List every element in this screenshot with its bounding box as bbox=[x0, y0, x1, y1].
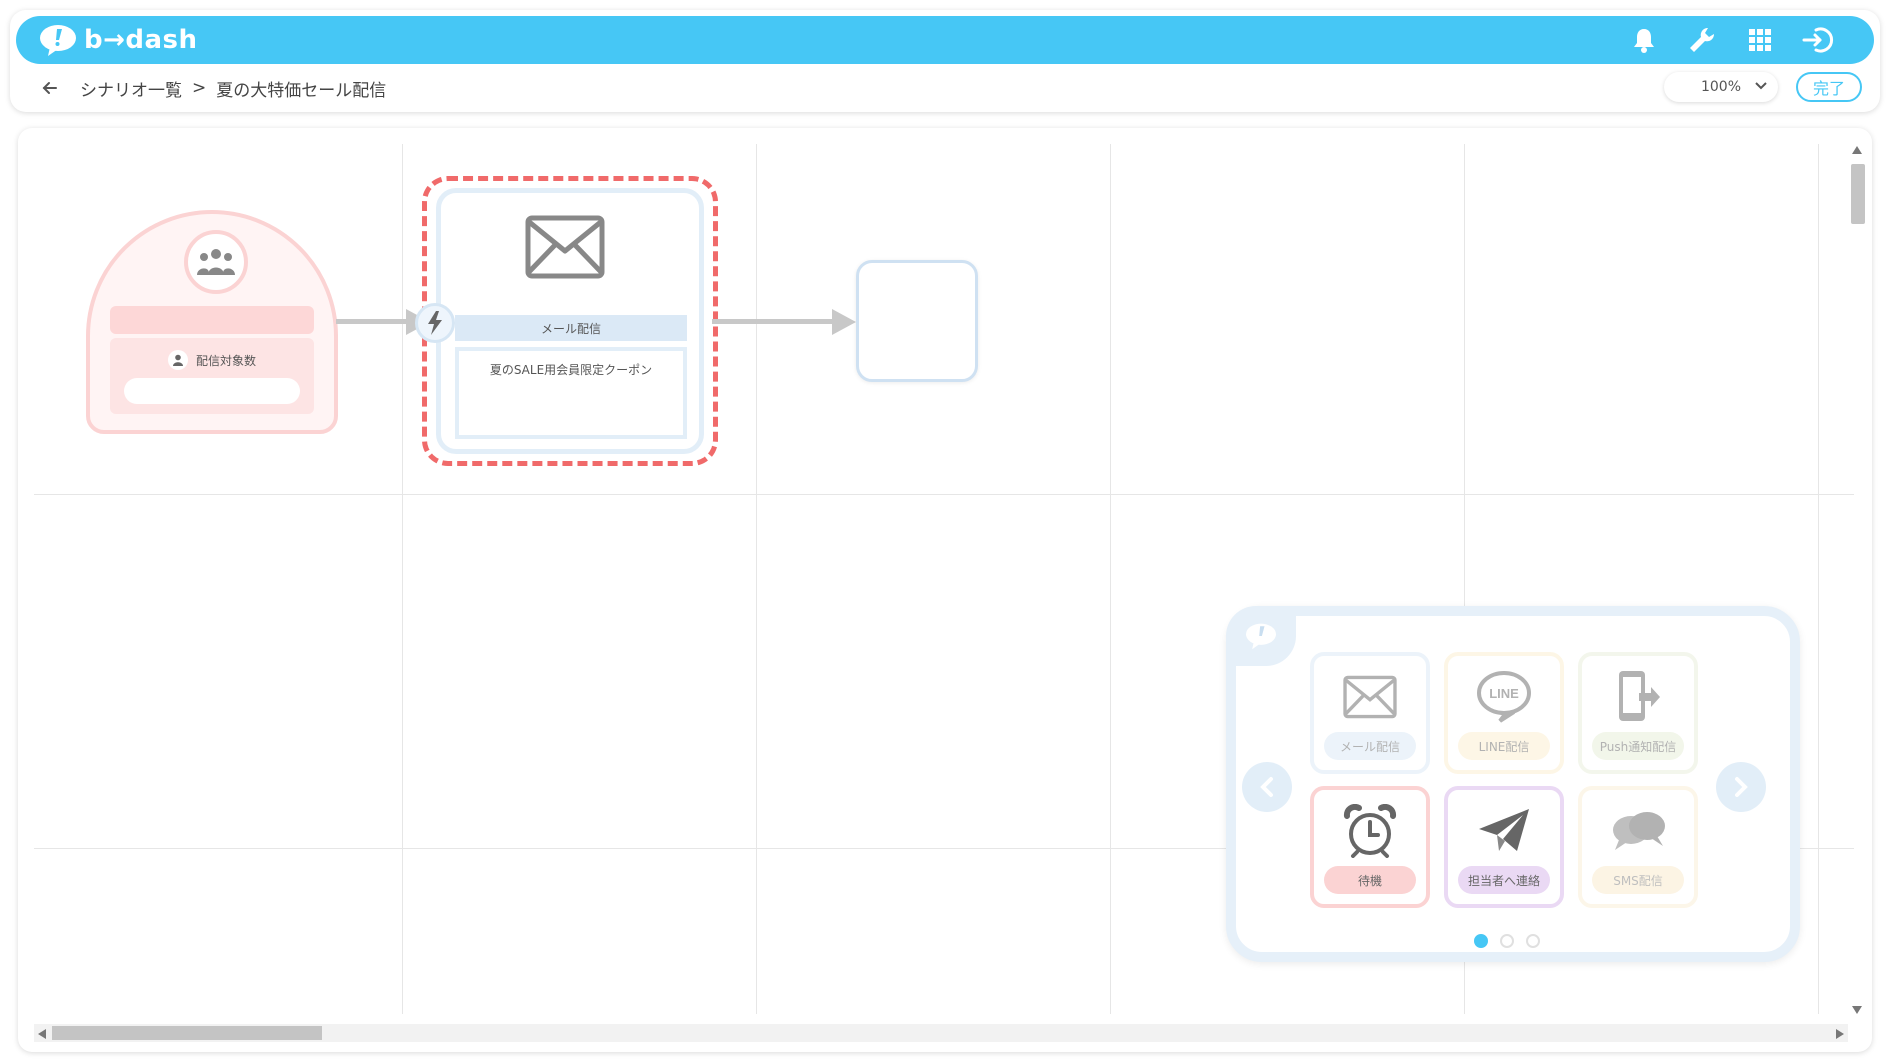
header-card: b→dash bbox=[10, 10, 1880, 112]
palette-tile-contact[interactable]: 担当者へ連絡 bbox=[1444, 786, 1564, 908]
scroll-right-icon[interactable] bbox=[1836, 1029, 1844, 1039]
horizontal-scrollbar[interactable] bbox=[34, 1024, 1848, 1042]
palette-tile-mail[interactable]: メール配信 bbox=[1310, 652, 1430, 774]
page-dot-1[interactable] bbox=[1474, 934, 1488, 948]
chevron-left-icon bbox=[1260, 777, 1273, 797]
zoom-value: 100% bbox=[1700, 79, 1742, 95]
node-palette: メール配信 LINE LINE配信 Push通知配信 bbox=[1226, 606, 1800, 962]
apps-grid-icon[interactable] bbox=[1744, 24, 1776, 56]
palette-next-button[interactable] bbox=[1716, 762, 1766, 812]
logo[interactable]: b→dash bbox=[38, 22, 198, 58]
connector-start-to-mail bbox=[336, 319, 420, 324]
arrow-head bbox=[832, 309, 856, 335]
palette-tile-push[interactable]: Push通知配信 bbox=[1578, 652, 1698, 774]
mail-node-type-label: メール配信 bbox=[455, 315, 687, 341]
svg-text:LINE: LINE bbox=[1489, 686, 1519, 701]
push-phone-icon bbox=[1582, 666, 1694, 728]
lightning-icon[interactable] bbox=[415, 303, 455, 343]
palette-tile-wait[interactable]: 待機 bbox=[1310, 786, 1430, 908]
start-node-header-bar bbox=[110, 306, 314, 334]
palette-prev-button[interactable] bbox=[1242, 762, 1292, 812]
speech-bubbles-icon bbox=[1582, 800, 1694, 862]
logo-text: b→dash bbox=[84, 25, 198, 55]
scenario-canvas[interactable]: 配信対象数 メール配信 夏のSALE用会員限定クーポン bbox=[18, 128, 1872, 1052]
envelope-icon bbox=[525, 215, 605, 279]
connector-mail-to-next bbox=[712, 319, 842, 324]
logout-icon[interactable] bbox=[1802, 24, 1834, 56]
palette-logo-icon[interactable] bbox=[1226, 606, 1296, 666]
horizontal-scroll-thumb[interactable] bbox=[52, 1026, 322, 1040]
start-node[interactable]: 配信対象数 bbox=[86, 210, 338, 434]
breadcrumb-parent-link[interactable]: シナリオ一覧 bbox=[80, 80, 182, 101]
mail-node-content: 夏のSALE用会員限定クーポン bbox=[455, 347, 687, 439]
page-dot-3[interactable] bbox=[1526, 934, 1540, 948]
paper-plane-icon bbox=[1448, 800, 1560, 862]
scroll-down-icon[interactable] bbox=[1852, 1006, 1862, 1014]
chevron-down-icon bbox=[1755, 82, 1767, 90]
vertical-scrollbar[interactable] bbox=[1848, 142, 1866, 1018]
target-count-field bbox=[124, 378, 300, 404]
chevron-right-icon bbox=[1735, 777, 1748, 797]
vertical-scroll-thumb[interactable] bbox=[1851, 164, 1865, 224]
zoom-select[interactable]: 100% bbox=[1664, 72, 1778, 102]
breadcrumb-current: 夏の大特価セール配信 bbox=[216, 80, 387, 101]
logo-icon bbox=[40, 25, 76, 56]
target-count-label: 配信対象数 bbox=[195, 353, 256, 368]
line-icon: LINE bbox=[1448, 666, 1560, 728]
person-icon bbox=[167, 350, 188, 370]
alarm-clock-icon bbox=[1314, 800, 1426, 862]
page-dot-2[interactable] bbox=[1500, 934, 1514, 948]
palette-tile-line[interactable]: LINE LINE配信 bbox=[1444, 652, 1564, 774]
bell-icon[interactable] bbox=[1628, 24, 1660, 56]
breadcrumb: シナリオ一覧 > 夏の大特価セール配信 bbox=[80, 76, 387, 101]
top-bar: b→dash bbox=[16, 16, 1874, 64]
group-icon bbox=[184, 230, 248, 294]
start-node-panel: 配信対象数 bbox=[110, 338, 314, 414]
sub-toolbar: シナリオ一覧 > 夏の大特価セール配信 100% 完了 bbox=[10, 72, 1880, 108]
envelope-icon bbox=[1314, 666, 1426, 728]
empty-node-slot[interactable] bbox=[856, 260, 978, 382]
palette-pagination bbox=[1474, 934, 1540, 948]
palette-tile-sms[interactable]: SMS配信 bbox=[1578, 786, 1698, 908]
scroll-left-icon[interactable] bbox=[38, 1029, 46, 1039]
wrench-icon[interactable] bbox=[1686, 24, 1718, 56]
breadcrumb-separator: > bbox=[192, 78, 207, 98]
canvas-grid bbox=[34, 144, 1854, 1014]
back-arrow-icon[interactable] bbox=[38, 76, 62, 100]
done-button[interactable]: 完了 bbox=[1796, 72, 1862, 102]
mail-node[interactable]: メール配信 夏のSALE用会員限定クーポン bbox=[436, 188, 704, 454]
scroll-up-icon[interactable] bbox=[1852, 146, 1862, 154]
